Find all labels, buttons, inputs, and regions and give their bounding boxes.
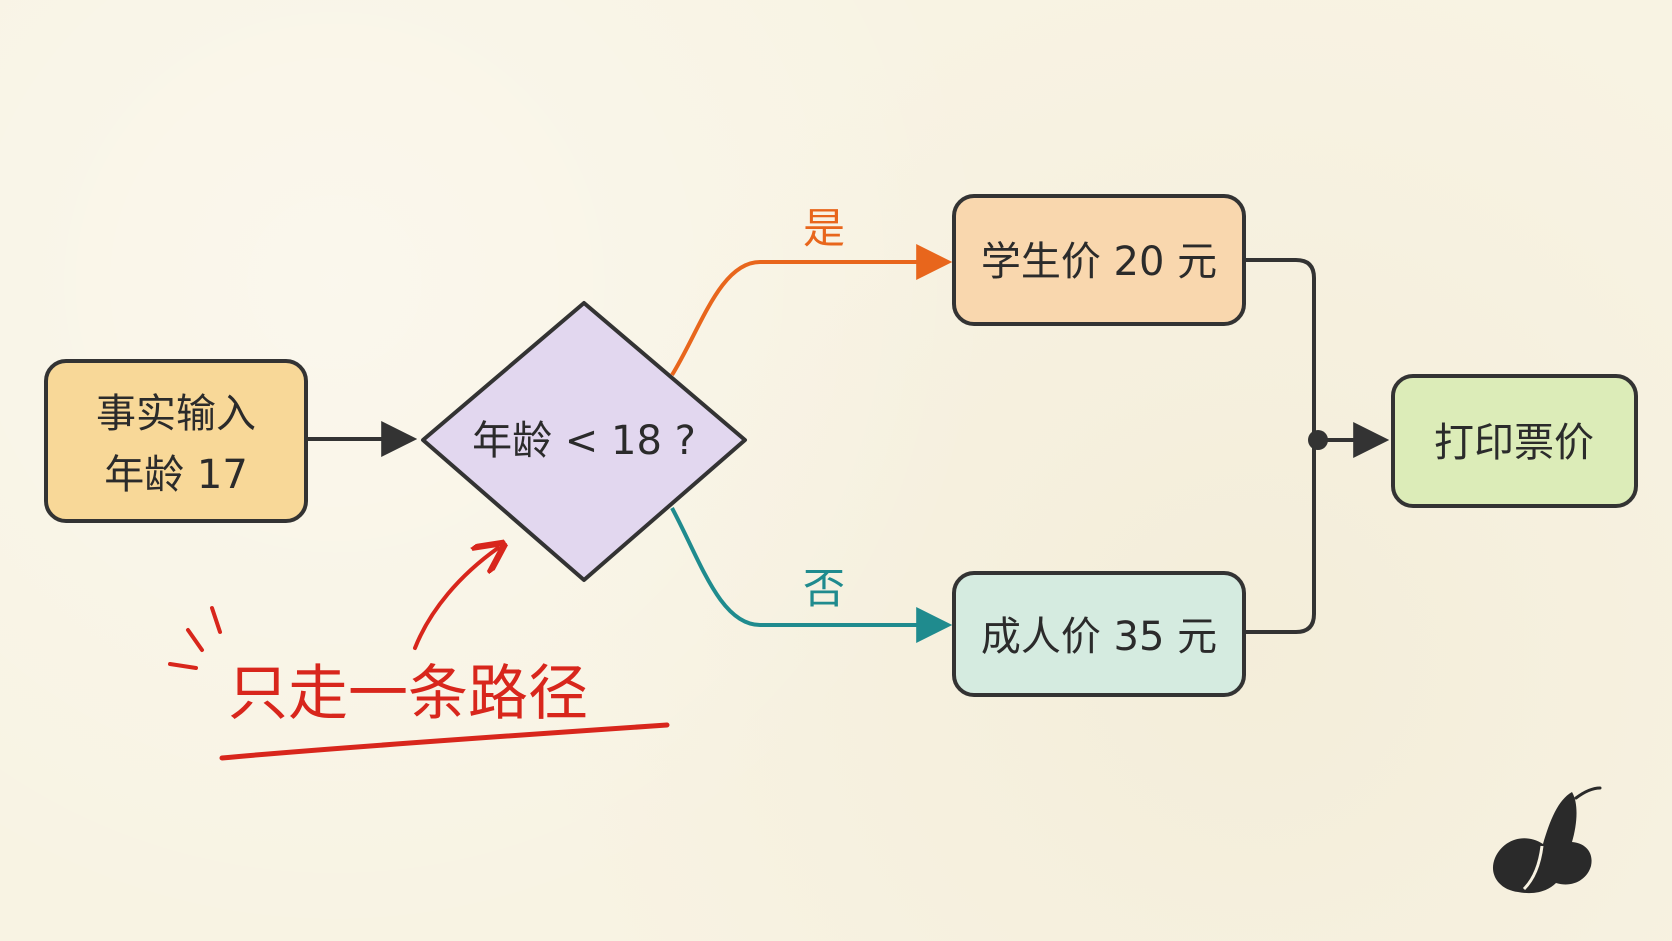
no-branch-label: 否 [803, 564, 845, 613]
student-to-merge-connector [1244, 258, 1316, 440]
no-branch-arrow [670, 507, 953, 643]
student-price-label: 学生价 20 元 [981, 239, 1217, 285]
decision-condition-label: 年龄 < 18 ? [472, 418, 696, 464]
adult-to-merge-connector [1244, 440, 1316, 634]
decision-diamond [421, 301, 747, 582]
adult-price-node: 成人价 35 元 [952, 571, 1246, 697]
yes-branch-label: 是 [803, 204, 845, 253]
print-price-box [1391, 374, 1638, 508]
print-price-node: 打印票价 [1391, 374, 1638, 508]
annotation-arrow [413, 548, 498, 650]
annotation-underline [219, 722, 670, 761]
decision-node: 年龄 < 18 ? [421, 301, 747, 582]
annotation-accent-mark [168, 662, 198, 670]
annotation-accent-mark [210, 606, 222, 634]
annotation-accent-mark [186, 628, 204, 652]
print-price-label: 打印票价 [1434, 420, 1594, 466]
fact-input-node: 事实输入 年龄 17 [44, 359, 308, 523]
butterfly-icon [1492, 786, 1602, 894]
adult-price-label: 成人价 35 元 [981, 614, 1217, 660]
single-path-note: 只走一条路径 [228, 659, 588, 729]
student-price-node: 学生价 20 元 [952, 194, 1246, 326]
fact-input-label: 事实输入 [96, 391, 256, 437]
yes-branch-arrow [670, 244, 953, 377]
annotation: 只走一条路径 [168, 548, 670, 761]
age-value-label: 年龄 17 [104, 452, 248, 498]
